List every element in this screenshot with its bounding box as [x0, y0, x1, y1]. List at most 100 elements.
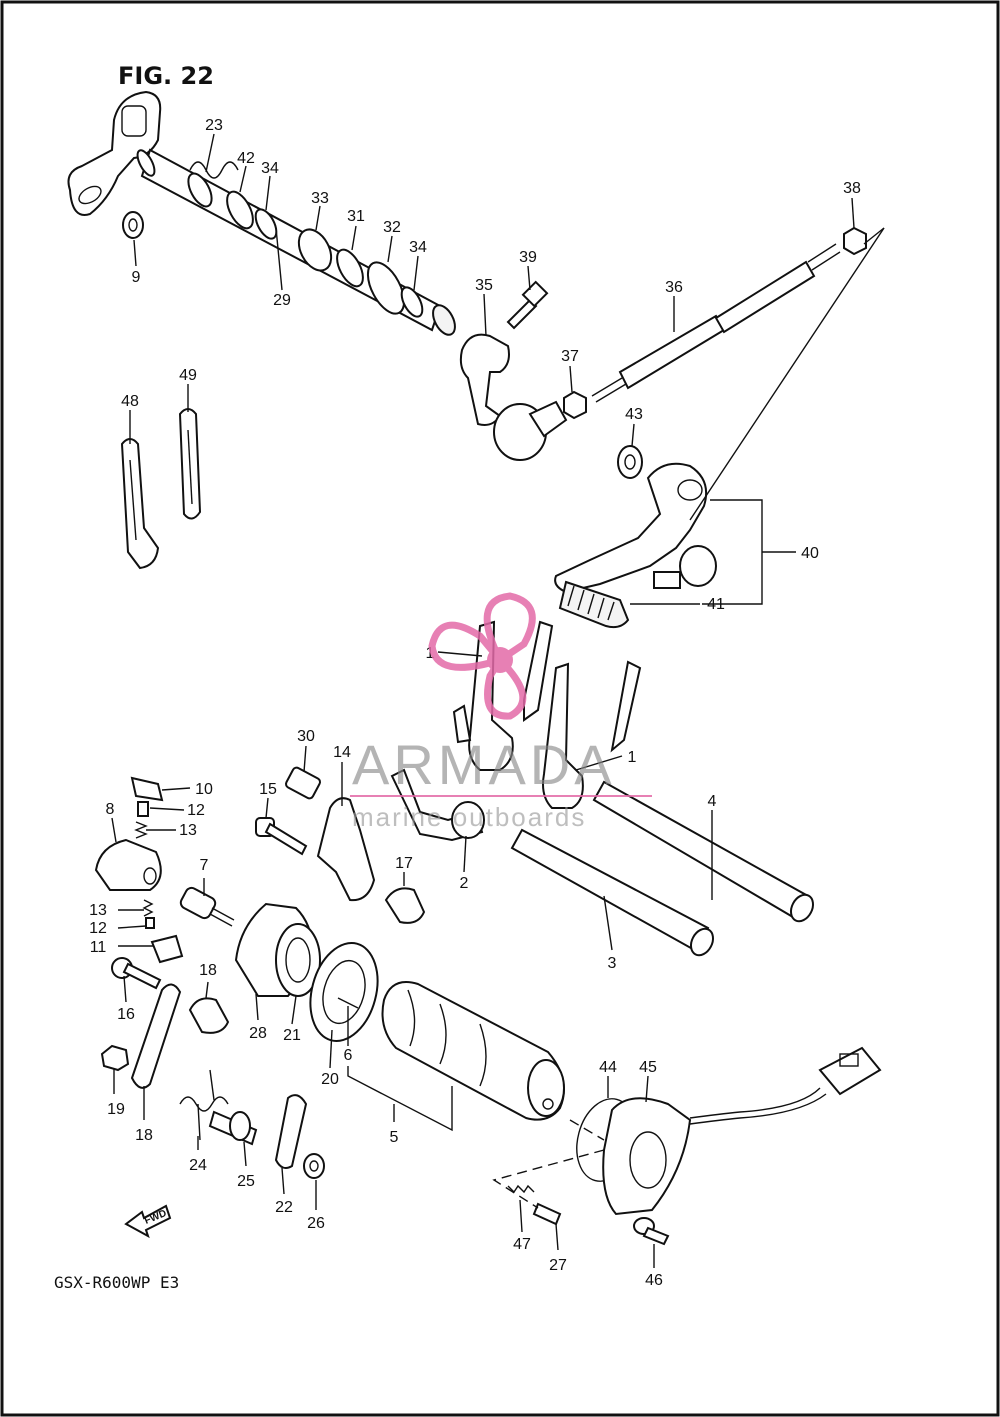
circlip-34a	[254, 208, 278, 240]
model-code: GSX-R600WP E3	[54, 1273, 179, 1292]
lever-pivot-hole	[677, 479, 703, 501]
callout-20: 20	[321, 1071, 339, 1088]
nut-38-leader	[863, 227, 885, 245]
pin-46	[532, 1202, 562, 1226]
ball-joint-neck	[528, 400, 568, 438]
callout-44: 44	[599, 1059, 617, 1076]
shift-arm-hole	[121, 105, 147, 137]
tie-rod-thread-lower	[591, 377, 627, 403]
callout-38: 38	[843, 180, 861, 197]
cam-guide-8-hole	[143, 867, 157, 885]
callout-45: 46	[645, 1272, 663, 1289]
callout-12a: 12	[187, 802, 205, 819]
bearing-21-inner	[285, 937, 311, 983]
shaft-end	[136, 149, 156, 177]
callout-23: 24	[189, 1157, 207, 1174]
callout-40: 40	[801, 545, 819, 562]
callout-26: 28	[249, 1025, 267, 1042]
callout-8: 8	[106, 801, 115, 818]
watermark: ARMADA marine outboards	[350, 592, 652, 832]
bolt-7-thread	[209, 907, 235, 927]
callout-13b: 13	[89, 902, 107, 919]
pawl-11	[150, 934, 184, 964]
dust-cover-32	[366, 261, 406, 315]
fwd-arrow-icon	[124, 1204, 172, 1239]
washer-9	[122, 211, 144, 239]
bearing-20-inner	[322, 959, 366, 1025]
bolt-15-shank	[264, 822, 308, 856]
callout-9: 9	[132, 269, 141, 286]
shift-fork-a-prong	[523, 620, 554, 722]
shift-arm-plate	[67, 90, 162, 216]
tie-rod-thread-upper	[807, 243, 841, 271]
shift-arm-slot	[78, 185, 102, 205]
callout-10: 10	[195, 781, 213, 798]
fork-shaft-3	[510, 828, 710, 954]
cam-drum-grooves	[407, 989, 487, 1087]
shift-fork-c-boss	[451, 801, 485, 839]
callout-49: 49	[179, 367, 197, 384]
lever-ball	[679, 545, 717, 587]
callout-5: 5	[390, 1129, 399, 1146]
spring-13b	[142, 899, 154, 917]
washer-25-hole	[309, 1160, 319, 1172]
cam-drum	[381, 981, 565, 1121]
switch-connector-latch	[839, 1053, 859, 1067]
nut-38	[843, 226, 867, 256]
tie-rod-upper	[714, 260, 816, 334]
parts-artwork	[67, 90, 885, 1246]
shift-fork-a-tip	[452, 704, 472, 744]
callout-27: 29	[273, 292, 291, 309]
stopper-plate-14	[316, 797, 376, 902]
fork-shaft-3-end	[689, 927, 715, 957]
callout-32: 32	[383, 219, 401, 236]
callout-13a: 13	[179, 822, 197, 839]
switch-43	[602, 1097, 692, 1216]
strap-49-slot	[187, 429, 193, 505]
callout-12b: 12	[89, 920, 107, 937]
rubber-ribs	[567, 585, 615, 621]
callout-24: 25	[237, 1173, 255, 1190]
callout-30: 31	[347, 208, 365, 225]
circlip-34b	[400, 286, 424, 318]
bolt-7-body	[179, 886, 217, 920]
strap-48	[120, 438, 160, 570]
pawl-lifter-16	[130, 983, 182, 1089]
spring-23	[179, 1096, 229, 1141]
callout-41: 41	[707, 596, 725, 613]
callout-42: 43	[625, 406, 643, 423]
callout-19: 19	[107, 1101, 125, 1118]
callout-34a: 34	[261, 160, 279, 177]
tie-rod-lower	[618, 314, 726, 390]
washer-30	[336, 248, 364, 288]
bolt-39-shank	[506, 298, 538, 330]
callout-46: 27	[549, 1257, 567, 1274]
callout-29: 30	[297, 728, 315, 745]
callout-18a: 17	[395, 855, 413, 872]
pin-12a	[137, 801, 149, 817]
callout-4: 4	[708, 793, 717, 810]
pin-6	[337, 997, 359, 1009]
callout-6: 6	[344, 1047, 353, 1064]
strap-48-slot	[129, 459, 137, 541]
callout-2: 2	[460, 875, 469, 892]
gearshift-rubber	[558, 580, 630, 629]
plate-22	[274, 1094, 308, 1169]
plate-10	[130, 776, 164, 802]
cam-guide-8	[94, 838, 162, 891]
spring-13a	[134, 821, 148, 839]
bolt-17-shank	[122, 962, 162, 990]
propeller-logo-icon	[428, 592, 536, 720]
pin-29	[285, 766, 321, 800]
washer-25	[303, 1153, 325, 1179]
washer-42	[617, 445, 643, 479]
callout-25: 26	[307, 1215, 325, 1232]
nut-37	[563, 390, 587, 420]
callout-34b: 34	[409, 239, 427, 256]
callout-33: 33	[311, 190, 329, 207]
shaft-24-collar	[229, 1111, 251, 1141]
fork-shaft-4-end	[789, 893, 815, 923]
callout-14: 14	[333, 744, 351, 761]
